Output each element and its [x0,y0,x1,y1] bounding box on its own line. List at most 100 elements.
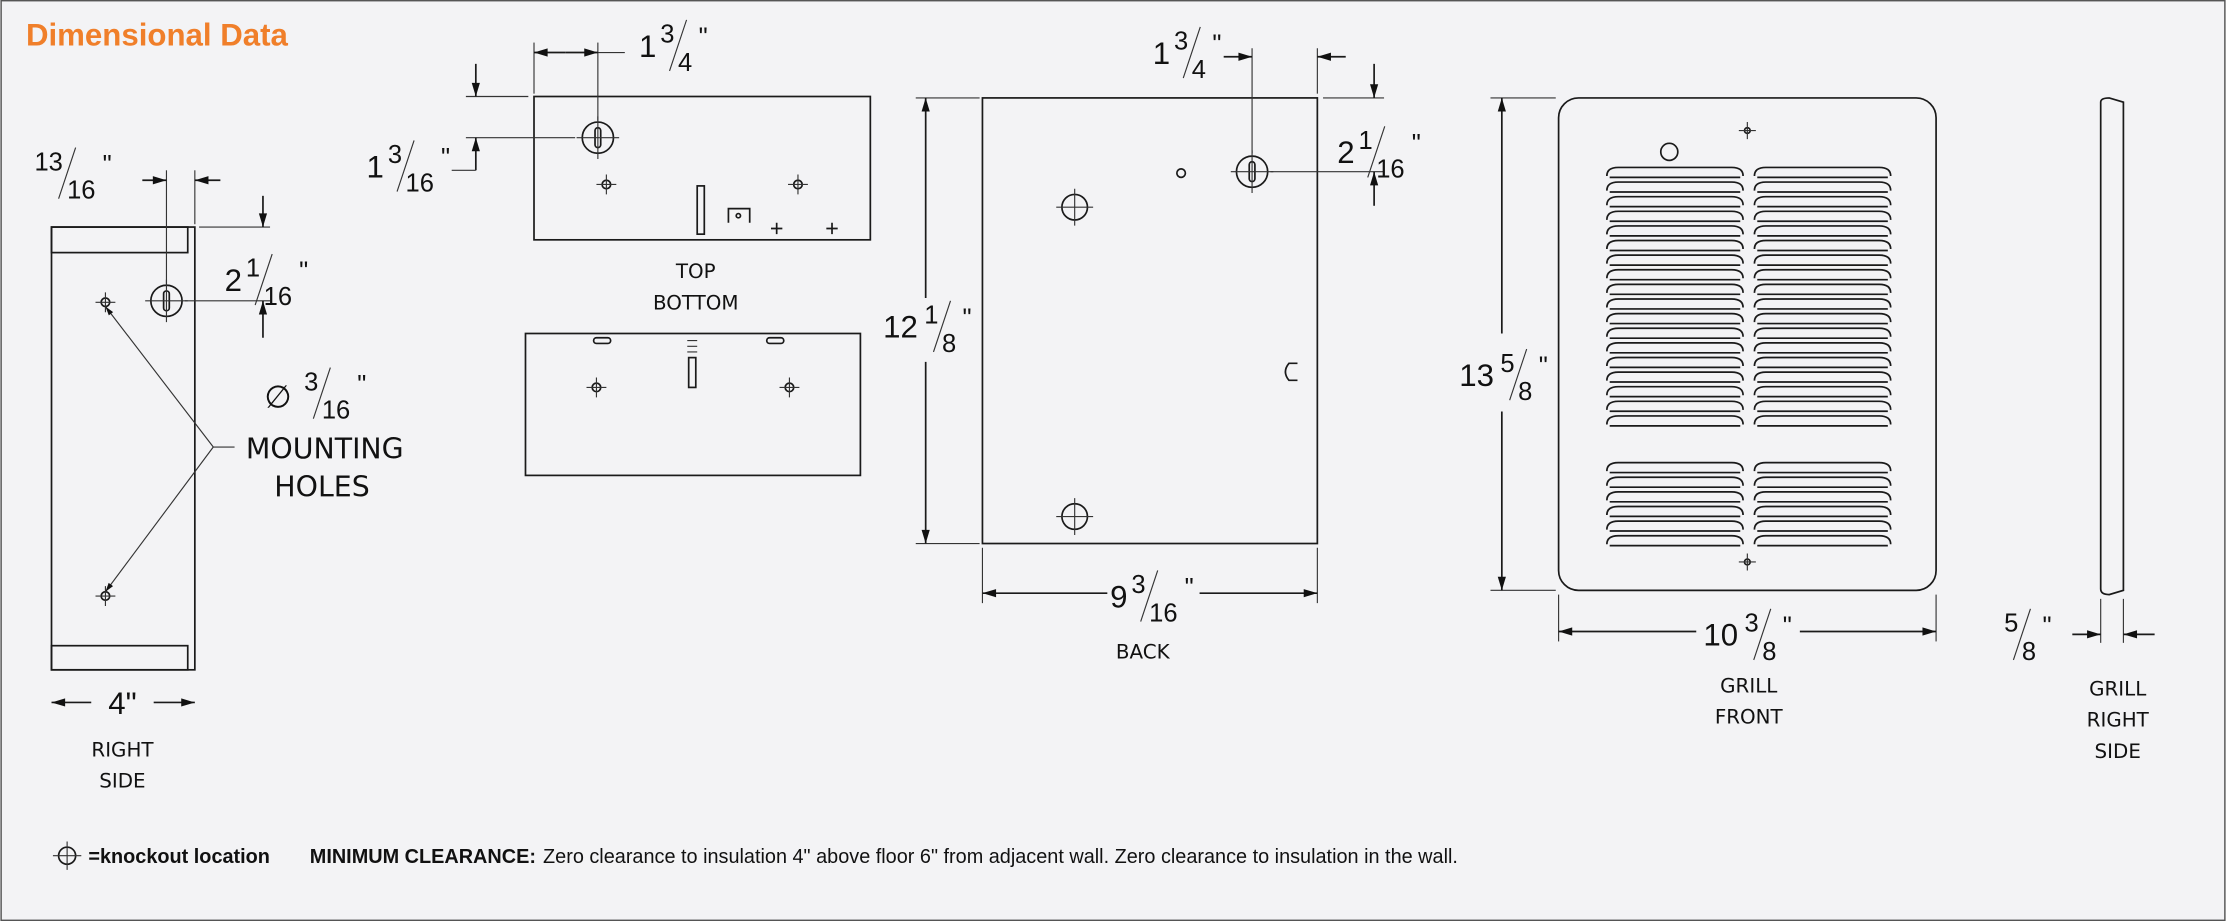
dim-whole: 12 [883,310,918,345]
fraction-slash [1509,348,1528,401]
dim-denominator: 4 [1192,56,1206,84]
louver [1605,385,1744,398]
knockout-icon [1738,122,1756,140]
clearance-note: MINIMUM CLEARANCE: Zero clearance to insu… [310,846,1458,868]
back-view [915,48,1385,604]
inch-mark: " [1412,130,1421,158]
fraction-slash [1140,570,1159,622]
louver [1605,400,1744,413]
inch-mark: " [1539,353,1548,381]
louver [1605,356,1744,369]
grill-louvers [1605,166,1892,547]
dim-whole: 10 [1703,618,1738,653]
louver [1605,534,1744,547]
louver [1753,520,1892,532]
label-bottom: BOTTOM [653,291,739,314]
label-side-2: SIDE [2095,740,2141,763]
louver [1605,312,1744,325]
dim-numerator: 13 [34,148,62,176]
louver [1605,268,1744,281]
dim-denominator: 16 [406,170,434,198]
louver [1605,283,1744,296]
louver [1753,342,1892,354]
louver [1753,283,1892,296]
knockout-icon [779,377,800,398]
louver [1753,505,1892,518]
louver [1753,327,1892,340]
dim-numerator: 3 [660,21,674,49]
inch-mark: " [103,151,112,179]
dim-whole: 9 [1110,579,1127,614]
louver [1605,225,1744,237]
louver [1605,461,1744,474]
page-title: Dimensional Data [26,17,289,52]
fraction-slash [396,140,415,192]
dim-5-8: 58" [2004,608,2052,666]
louver [1753,534,1892,547]
louver [1605,239,1744,252]
dim-numerator: 1 [246,255,260,283]
louver [1605,166,1744,179]
louver [1605,476,1744,489]
dim-whole: 1 [1153,36,1170,71]
dim-whole: 1 [367,149,384,184]
dim-whole: 2 [225,263,242,298]
dim-numerator: 3 [388,141,402,169]
dim-numerator: 3 [1131,571,1145,599]
louver [1605,491,1744,503]
keyhole-icon [1230,150,1274,193]
dim-mount-hole-diameter: ∅ 316" [264,367,366,425]
right-side-view: 4" [50,170,271,721]
dim-denominator: 8 [2022,638,2036,666]
louver [1753,400,1892,413]
louver [1753,195,1892,208]
clearance-text: Zero clearance to insulation 4" above fl… [543,846,1458,868]
dim-numerator: 3 [1745,610,1759,638]
louver [1753,356,1892,369]
louver [1753,239,1892,252]
louver [1605,195,1744,208]
louver [1753,298,1892,310]
clearance-label: MINIMUM CLEARANCE: [310,846,536,868]
label-right: RIGHT [91,738,154,761]
dim-numerator: 5 [2004,610,2018,638]
knockout-icon [1738,553,1756,571]
louver [1753,491,1892,503]
fraction-slash [1367,126,1386,178]
louver [1753,166,1892,179]
louver [1605,520,1744,532]
fraction-slash [932,300,952,353]
dim-whole: 13 [1459,358,1494,393]
keyhole-icon [145,279,188,323]
grill-front-view [1490,97,1937,642]
inch-mark: " [1185,574,1194,602]
knockout-icon [52,841,82,870]
knockout-icon [586,377,607,398]
louver [1753,312,1892,325]
knockout-icon [788,174,808,195]
fraction-slash [1182,26,1201,79]
dim-denominator: 8 [1762,638,1776,666]
dim-numerator: 1 [924,302,938,330]
louver [1753,210,1892,223]
louver [1753,371,1892,383]
dim-numerator: 5 [1500,350,1514,378]
dim-whole: 1 [639,29,656,64]
fraction-slash [668,19,688,72]
knockout-icon [596,174,617,195]
inch-mark: " [357,371,366,399]
inch-mark: " [1783,612,1792,640]
dim-denominator: 16 [264,283,292,311]
louver [1753,476,1892,489]
inch-mark: " [299,258,308,286]
fraction-slash [312,367,331,419]
dim-whole: 2 [1337,135,1354,170]
louver [1605,298,1744,310]
inch-mark: " [699,23,708,51]
